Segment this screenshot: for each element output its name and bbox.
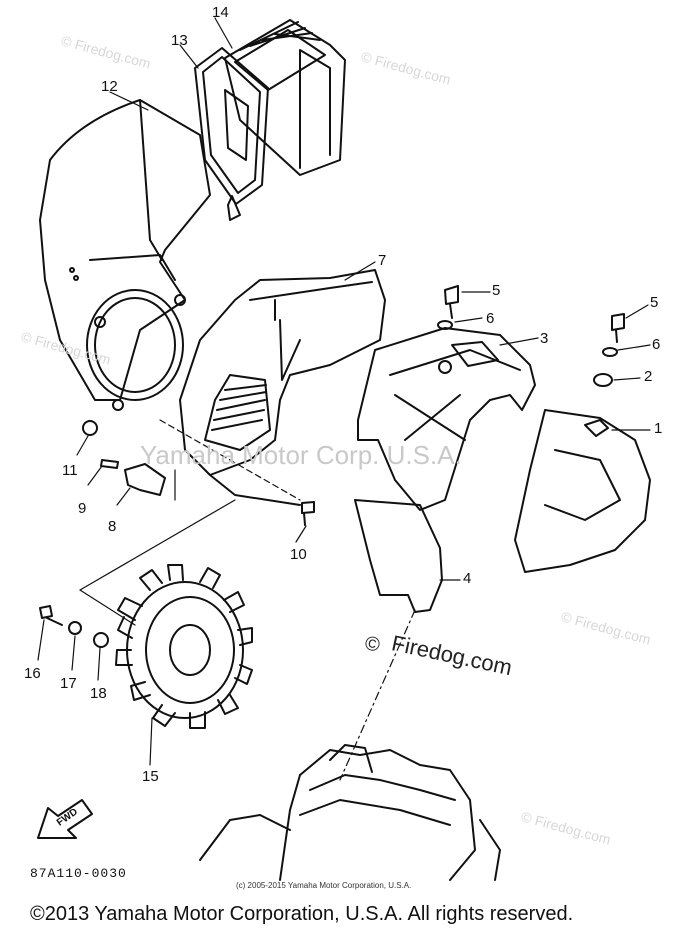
leader-lines bbox=[37, 17, 651, 781]
callout-4: 4 bbox=[463, 570, 472, 587]
callout-10: 10 bbox=[290, 546, 307, 563]
callout-7: 7 bbox=[378, 252, 387, 269]
callout-6: 6 bbox=[652, 336, 661, 353]
small-copyright: (c) 2005-2015 Yamaha Motor Corporation, … bbox=[236, 881, 412, 890]
part-13-gasket bbox=[194, 47, 269, 221]
callout-12: 12 bbox=[101, 78, 118, 95]
fwd-arrow-icon bbox=[37, 799, 93, 839]
callout-1: 1 bbox=[654, 420, 663, 437]
callout-9: 9 bbox=[78, 500, 87, 517]
part-7-fan-cover bbox=[179, 269, 386, 506]
callout-2: 2 bbox=[644, 368, 653, 385]
part-12-shroud-duct bbox=[39, 99, 211, 411]
copyright-notice: ©2013 Yamaha Motor Corporation, U.S.A. A… bbox=[30, 903, 574, 925]
part-3-bracket bbox=[357, 327, 536, 511]
callout-11: 11 bbox=[62, 462, 78, 479]
yamaha-watermark: Yamaha Motor Corp. U.S.A. bbox=[140, 440, 462, 470]
part-15-cooling-fan bbox=[115, 564, 253, 729]
callout-13: 13 bbox=[171, 32, 188, 49]
callout-3: 3 bbox=[540, 330, 549, 347]
callout-15: 15 bbox=[142, 768, 159, 785]
part-1-cover bbox=[514, 409, 651, 573]
callout-17: 17 bbox=[60, 675, 77, 692]
part-14-filter-box bbox=[224, 19, 346, 176]
callout-14: 14 bbox=[212, 4, 229, 21]
callout-16: 16 bbox=[24, 665, 41, 682]
callout-5: 5 bbox=[492, 282, 501, 299]
fasteners bbox=[39, 285, 625, 648]
callout-18: 18 bbox=[90, 685, 107, 702]
part-4-plate bbox=[354, 499, 443, 613]
callout-5: 5 bbox=[650, 294, 659, 311]
callout-6: 6 bbox=[486, 310, 495, 327]
callout-8: 8 bbox=[108, 518, 117, 535]
engine-block bbox=[199, 744, 501, 881]
diagram-code: 87A110-0030 bbox=[30, 866, 127, 881]
